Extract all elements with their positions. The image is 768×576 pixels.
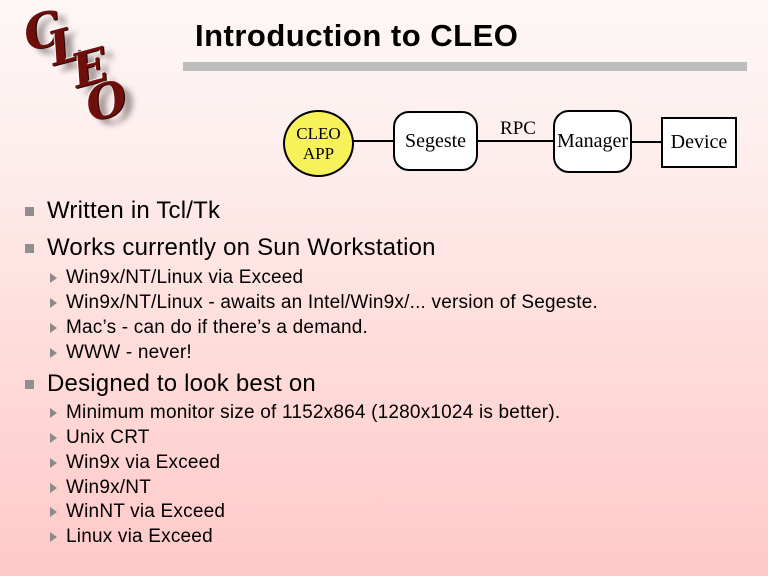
diagram-node-cleo-app: CLEO APP (283, 110, 354, 177)
connector-app-segeste (352, 140, 395, 142)
sub-bullet-item: Win9x/NT/Linux via Exceed (50, 266, 303, 289)
sub-bullet-item: WinNT via Exceed (50, 500, 225, 523)
sub-bullet-text: Win9x/NT/Linux via Exceed (66, 267, 304, 288)
sub-bullet-item: Linux via Exceed (50, 525, 213, 548)
bullet-text: Designed to look best on (47, 370, 316, 397)
sub-bullet-item: Minimum monitor size of 1152x864 (1280x1… (50, 401, 560, 424)
sub-bullet-text: Win9x via Exceed (66, 452, 221, 473)
diagram-node-segeste: Segeste (393, 111, 478, 171)
sub-bullet-item: Win9x/NT/Linux - awaits an Intel/Win9x/.… (50, 291, 598, 314)
bullet-item: Written in Tcl/Tk (25, 197, 220, 225)
title-underline-bar (183, 62, 747, 71)
square-bullet-icon (25, 244, 34, 253)
sub-bullet-text: Win9x/NT (66, 477, 151, 498)
sub-bullet-text: Mac’s - can do if there’s a demand. (66, 317, 369, 338)
bullet-text: Written in Tcl/Tk (47, 197, 221, 224)
triangle-bullet-icon (50, 273, 57, 283)
sub-bullet-text: WinNT via Exceed (66, 501, 226, 522)
sub-bullet-text: Unix CRT (66, 427, 150, 448)
triangle-bullet-icon (50, 458, 57, 468)
sub-bullet-text: Linux via Exceed (66, 526, 213, 547)
triangle-bullet-icon (50, 408, 57, 418)
triangle-bullet-icon (50, 323, 57, 333)
sub-bullet-item: WWW - never! (50, 341, 192, 364)
diagram-node-device: Device (661, 117, 737, 168)
cleo-app-label-line2: APP (302, 143, 335, 163)
sub-bullet-text: Minimum monitor size of 1152x864 (1280x1… (66, 402, 561, 423)
sub-bullet-text: Win9x/NT/Linux - awaits an Intel/Win9x/.… (66, 292, 598, 313)
rpc-edge-label: RPC (500, 118, 536, 139)
slide-title: Introduction to CLEO (195, 18, 519, 53)
bullet-item: Designed to look best on (25, 370, 316, 398)
connector-manager-device (631, 141, 662, 143)
diagram-node-manager: Manager (553, 110, 632, 173)
sub-bullet-item: Unix CRT (50, 426, 150, 449)
connector-segeste-manager (477, 140, 554, 142)
triangle-bullet-icon (50, 532, 57, 542)
sub-bullet-item: Mac’s - can do if there’s a demand. (50, 316, 368, 339)
sub-bullet-item: Win9x via Exceed (50, 451, 220, 474)
logo-letter-o: O (79, 69, 134, 134)
cleo-logo: C L E O (0, 0, 160, 140)
square-bullet-icon (25, 380, 34, 389)
bullet-item: Works currently on Sun Workstation (25, 234, 436, 262)
triangle-bullet-icon (50, 298, 57, 308)
triangle-bullet-icon (50, 483, 57, 493)
square-bullet-icon (25, 207, 34, 216)
sub-bullet-item: Win9x/NT (50, 476, 151, 499)
triangle-bullet-icon (50, 507, 57, 517)
bullet-text: Works currently on Sun Workstation (47, 234, 436, 261)
triangle-bullet-icon (50, 433, 57, 443)
cleo-app-label-line1: CLEO (296, 123, 341, 143)
triangle-bullet-icon (50, 348, 57, 358)
sub-bullet-text: WWW - never! (66, 342, 192, 363)
